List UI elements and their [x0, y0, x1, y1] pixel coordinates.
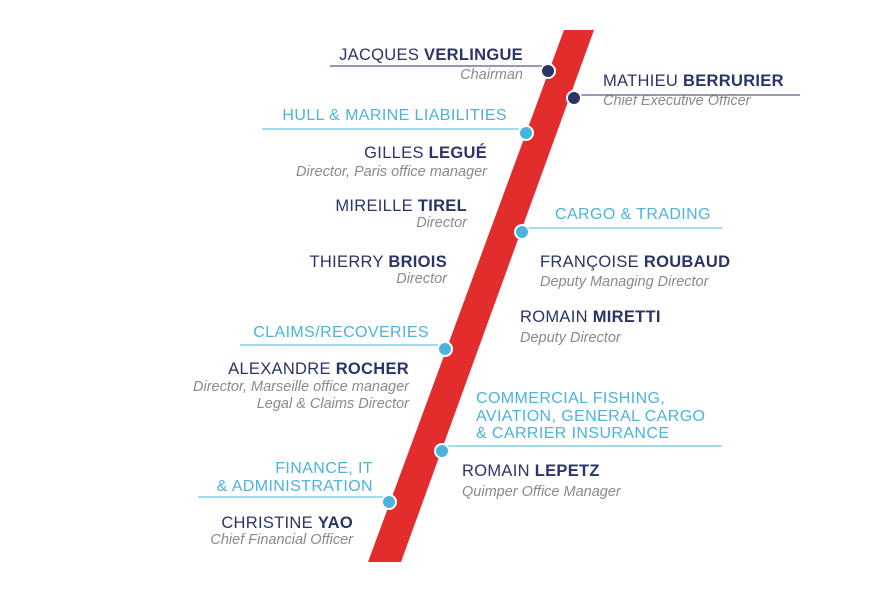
- person-role-roubaud: Deputy Managing Director: [540, 274, 709, 290]
- person-role-lepetz: Quimper Office Manager: [462, 484, 621, 500]
- person-name-roubaud: FRANÇOISE ROUBAUD: [540, 254, 730, 271]
- last-name: LEGUÉ: [428, 144, 487, 162]
- last-name: BRIOIS: [388, 253, 447, 271]
- dot-verlingue: [540, 63, 556, 79]
- person-name-verlingue: JACQUES VERLINGUE: [339, 47, 523, 64]
- person-name-legue: GILLES LEGUÉ: [364, 145, 487, 162]
- person-name-rocher: ALEXANDRE ROCHER: [228, 361, 409, 378]
- last-name: LEPETZ: [534, 462, 600, 480]
- last-name: ROCHER: [335, 360, 409, 378]
- person-role-miretti: Deputy Director: [520, 330, 621, 346]
- person-name-berrurier: MATHIEU BERRURIER: [603, 73, 784, 90]
- dot-berrurier: [566, 90, 582, 106]
- person-name-yao: CHRISTINE YAO: [221, 515, 353, 532]
- person-role-rocher-1: Director, Marseille office manager: [193, 379, 409, 395]
- first-name: ROMAIN: [462, 462, 530, 480]
- first-name: MATHIEU: [603, 72, 679, 90]
- person-name-miretti: ROMAIN MIRETTI: [520, 309, 661, 326]
- first-name: FRANÇOISE: [540, 253, 639, 271]
- first-name: THIERRY: [309, 253, 384, 271]
- first-name: ALEXANDRE: [228, 360, 331, 378]
- last-name: VERLINGUE: [424, 46, 523, 64]
- dot-claims: [437, 341, 453, 357]
- person-role-tirel: Director: [416, 215, 467, 231]
- dept-line: FINANCE, IT: [275, 460, 373, 477]
- dot-hull: [518, 125, 534, 141]
- dept-finance-it: FINANCE, IT & ADMINISTRATION: [217, 460, 373, 495]
- last-name: MIRETTI: [592, 308, 661, 326]
- dept-line: & CARRIER INSURANCE: [476, 425, 670, 442]
- dept-line: & ADMINISTRATION: [216, 477, 373, 495]
- first-name: ROMAIN: [520, 308, 588, 326]
- person-role-rocher-2: Legal & Claims Director: [256, 396, 409, 412]
- last-name: YAO: [317, 514, 353, 532]
- dept-cargo-trading: CARGO & TRADING: [555, 206, 711, 223]
- last-name: ROUBAUD: [643, 253, 731, 271]
- dept-hull-marine: HULL & MARINE LIABILITIES: [282, 107, 507, 124]
- first-name: GILLES: [364, 144, 424, 162]
- person-name-briois: THIERRY BRIOIS: [310, 254, 447, 271]
- person-role-verlingue: Chairman: [460, 67, 523, 83]
- first-name: JACQUES: [339, 46, 420, 64]
- dot-cargo: [514, 224, 530, 240]
- person-role-yao: Chief Financial Officer: [210, 532, 353, 548]
- person-role-berrurier: Chief Executive Officer: [603, 93, 751, 109]
- person-name-tirel: MIREILLE TIREL: [335, 198, 467, 215]
- dept-commercial-fishing: COMMERCIAL FISHING, AVIATION, GENERAL CA…: [476, 390, 705, 443]
- dept-line: COMMERCIAL FISHING,: [476, 390, 666, 407]
- dot-commercial: [434, 443, 450, 459]
- person-role-legue: Director, Paris office manager: [296, 164, 487, 180]
- dept-line: AVIATION, GENERAL CARGO: [476, 407, 706, 425]
- person-name-lepetz: ROMAIN LEPETZ: [462, 463, 600, 480]
- dept-claims-recoveries: CLAIMS/RECOVERIES: [253, 324, 429, 341]
- last-name: TIREL: [417, 197, 467, 215]
- dot-finance: [381, 494, 397, 510]
- person-role-briois: Director: [396, 271, 447, 287]
- last-name: BERRURIER: [683, 72, 784, 90]
- first-name: MIREILLE: [335, 197, 413, 215]
- first-name: CHRISTINE: [221, 514, 313, 532]
- red-stripe: [368, 30, 594, 562]
